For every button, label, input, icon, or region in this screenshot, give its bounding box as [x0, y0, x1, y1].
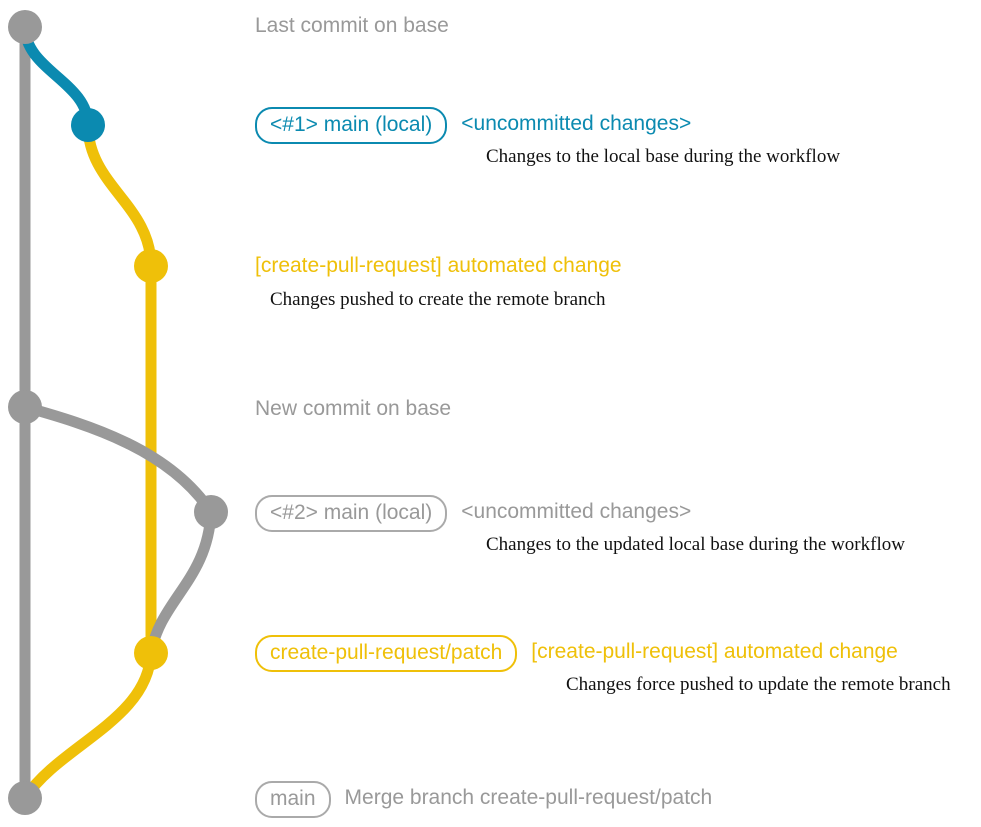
node-branch-commit-2 [134, 636, 168, 670]
commit-row-merge: main Merge branch create-pull-request/pa… [255, 781, 712, 818]
node-base-new-commit [8, 390, 42, 424]
edge-base-to-local-2 [19, 401, 217, 518]
node-local-2 [194, 495, 228, 529]
commit-row-branch-2: create-pull-request/patch [create-pull-r… [255, 635, 898, 672]
edge-local-1-to-branch-1 [82, 119, 157, 272]
branch-pill-local-1[interactable]: <#1> main (local) [255, 107, 448, 144]
commit-description-branch-1: Changes pushed to create the remote bran… [270, 289, 606, 310]
commit-subject-branch-2: [create-pull-request] automated change [531, 640, 898, 663]
commit-description-branch-2: Changes force pushed to update the remot… [566, 674, 951, 695]
node-base-merge-commit [8, 781, 42, 815]
commit-row-local-2: <#2> main (local) <uncommitted changes> [255, 495, 691, 532]
edge-local-2-to-branch-2 [145, 506, 217, 659]
label-new-commit-on-base: New commit on base [255, 397, 452, 420]
commit-row-local-1: <#1> main (local) <uncommitted changes> [255, 107, 691, 144]
edge-base-to-local-1 [19, 21, 94, 131]
commit-subject-merge: Merge branch create-pull-request/patch [344, 786, 713, 809]
label-last-commit-on-base: Last commit on base [255, 14, 449, 37]
edge-branch-2-to-merge [19, 647, 157, 804]
commit-subject-branch-1: [create-pull-request] automated change [255, 254, 622, 277]
branch-pill-main[interactable]: main [255, 781, 331, 818]
node-branch-commit-1 [134, 249, 168, 283]
commit-subject-local-2: <uncommitted changes> [461, 500, 692, 523]
branch-pill-create-pull-request-patch[interactable]: create-pull-request/patch [255, 635, 518, 672]
node-base-last-commit [8, 10, 42, 44]
node-local-1 [71, 108, 105, 142]
commit-description-local-2: Changes to the updated local base during… [486, 534, 905, 555]
branch-pill-local-2[interactable]: <#2> main (local) [255, 495, 448, 532]
commit-description-local-1: Changes to the local base during the wor… [486, 146, 841, 167]
commit-subject-local-1: <uncommitted changes> [461, 112, 692, 135]
